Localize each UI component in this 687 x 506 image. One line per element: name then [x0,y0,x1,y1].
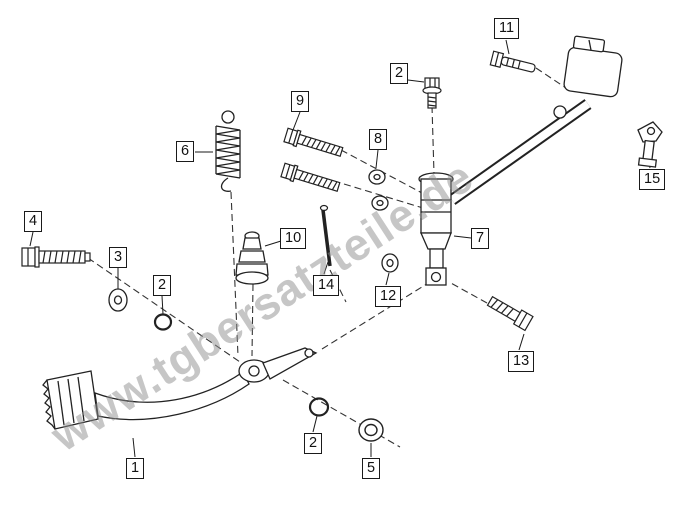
clamp-lever-part [637,121,663,168]
callout-1: 1 [126,458,145,479]
callout-2-left: 2 [153,275,172,296]
callout-2-bottom: 2 [304,433,323,454]
callout-5: 5 [362,458,381,479]
flange-bolt-top-part [422,77,442,109]
washer-8-part [368,169,389,211]
callout-13: 13 [508,351,535,372]
master-cylinder-part [418,35,623,286]
callout-14: 14 [313,275,340,296]
callout-12: 12 [375,286,402,307]
callout-11: 11 [494,18,520,39]
rubber-boot-part [235,231,269,285]
callout-15: 15 [639,169,666,190]
callout-8: 8 [369,129,388,150]
mounting-bolt-lower-part [280,162,341,193]
callout-10: 10 [280,228,307,249]
reservoir-bolt-part [489,50,536,73]
washer-12-part [381,253,399,273]
callout-9: 9 [291,91,310,112]
mounting-bolt-upper-part [283,127,344,158]
callout-leader-lines [29,39,651,458]
callout-2-top: 2 [390,63,409,84]
callout-7: 7 [471,228,490,249]
callout-4: 4 [24,211,43,232]
brake-fluid-reservoir-part [563,35,623,98]
callout-3: 3 [109,247,128,268]
clevis-pin-part [319,204,332,267]
pedal-shaft-bolt-part [21,246,91,268]
washer-3-part [108,288,128,312]
return-spring-part [215,110,241,192]
assembly-axis-lines [87,67,567,448]
seal-ring-part [358,418,384,442]
brake-pedal-part [42,347,318,430]
o-ring-bottom-part [308,397,330,417]
pivot-bolt-part [486,295,534,332]
callout-6: 6 [176,141,195,162]
o-ring-left-part [153,313,173,331]
